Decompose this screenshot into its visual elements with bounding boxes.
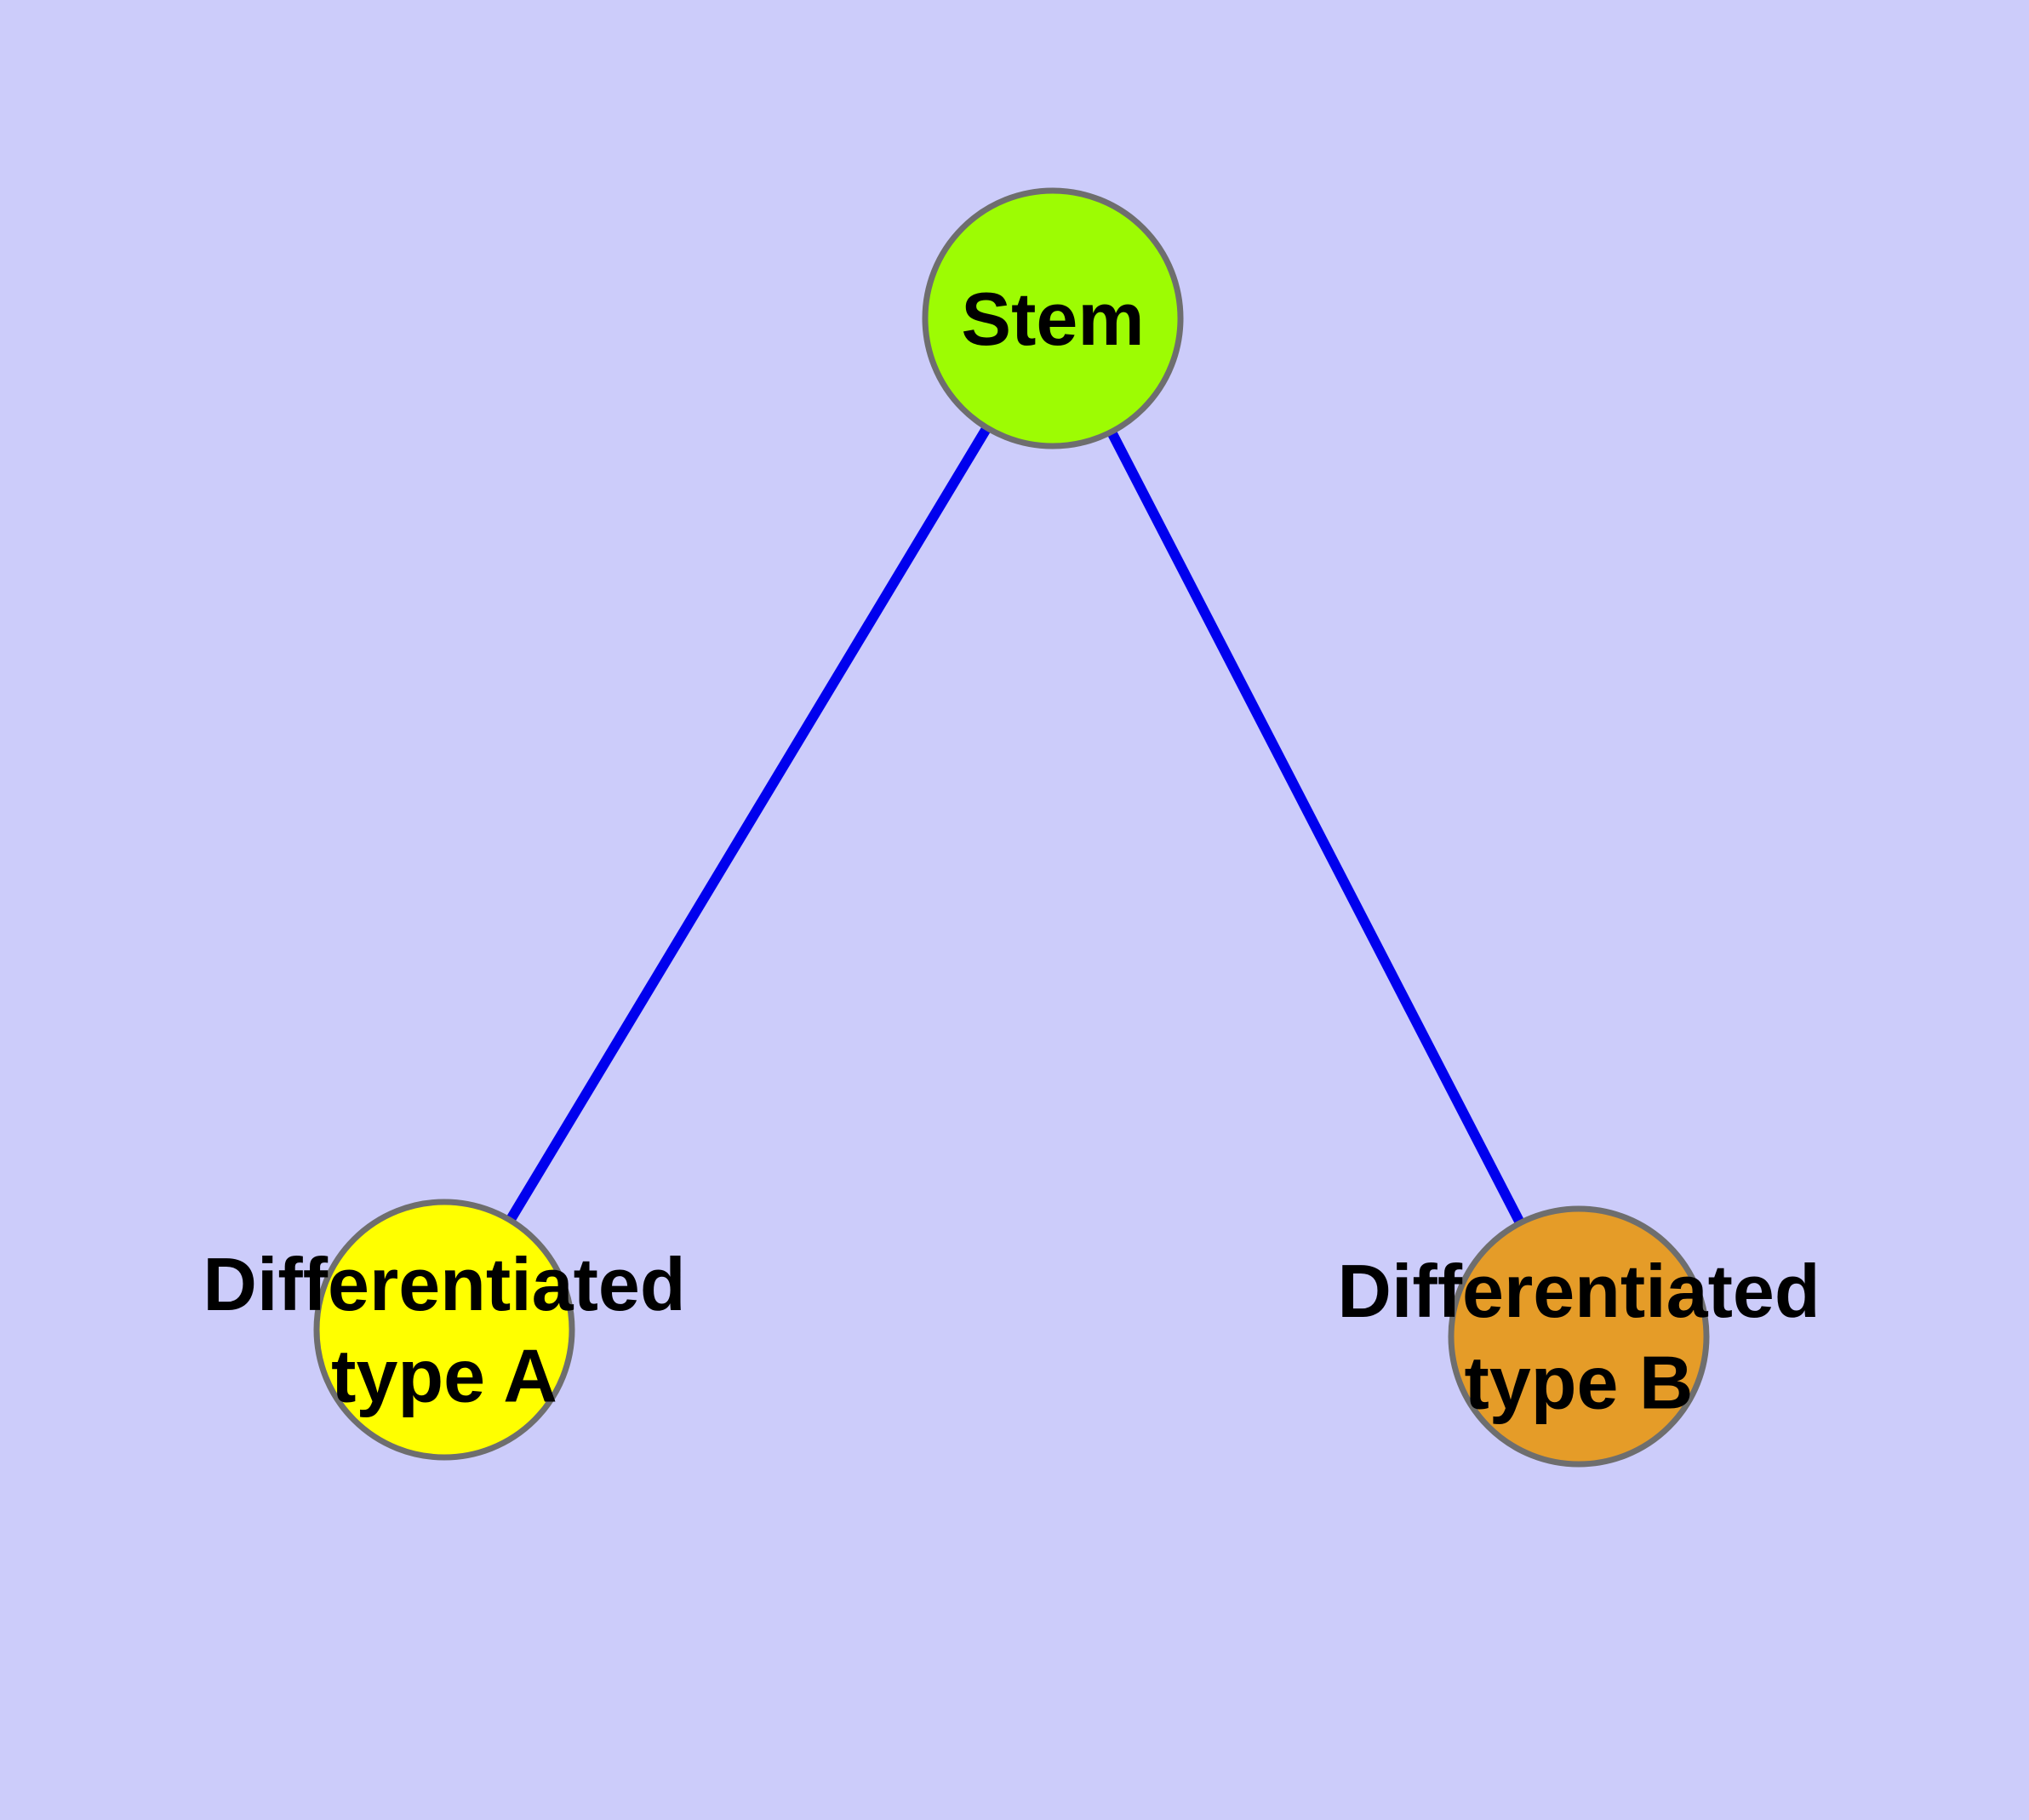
node-diff-b-circle[interactable] bbox=[1448, 1205, 1710, 1468]
node-diff-a-circle[interactable] bbox=[313, 1199, 575, 1461]
node-diff-a-label-line-2: type A bbox=[331, 1333, 557, 1417]
node-diff-b[interactable]: Differentiated type B bbox=[1337, 1205, 1820, 1468]
node-diff-b-label-line-2: type B bbox=[1465, 1340, 1694, 1424]
node-stem-circle[interactable] bbox=[922, 187, 1184, 449]
node-diff-a[interactable]: Differentiated type A bbox=[203, 1199, 686, 1461]
node-stem[interactable]: Stem bbox=[922, 187, 1184, 449]
node-layer: Stem Differentiated type A Differentiate… bbox=[203, 187, 1820, 1468]
edge-stem-to-diff-a[interactable] bbox=[504, 421, 993, 1227]
node-stem-label: Stem bbox=[961, 277, 1144, 361]
edge-stem-to-diff-b[interactable] bbox=[1105, 426, 1527, 1229]
node-diff-a-label-line-1: Differentiated bbox=[203, 1242, 685, 1326]
edge-layer bbox=[504, 421, 1527, 1229]
node-diff-b-label-line-1: Differentiated bbox=[1337, 1249, 1820, 1333]
